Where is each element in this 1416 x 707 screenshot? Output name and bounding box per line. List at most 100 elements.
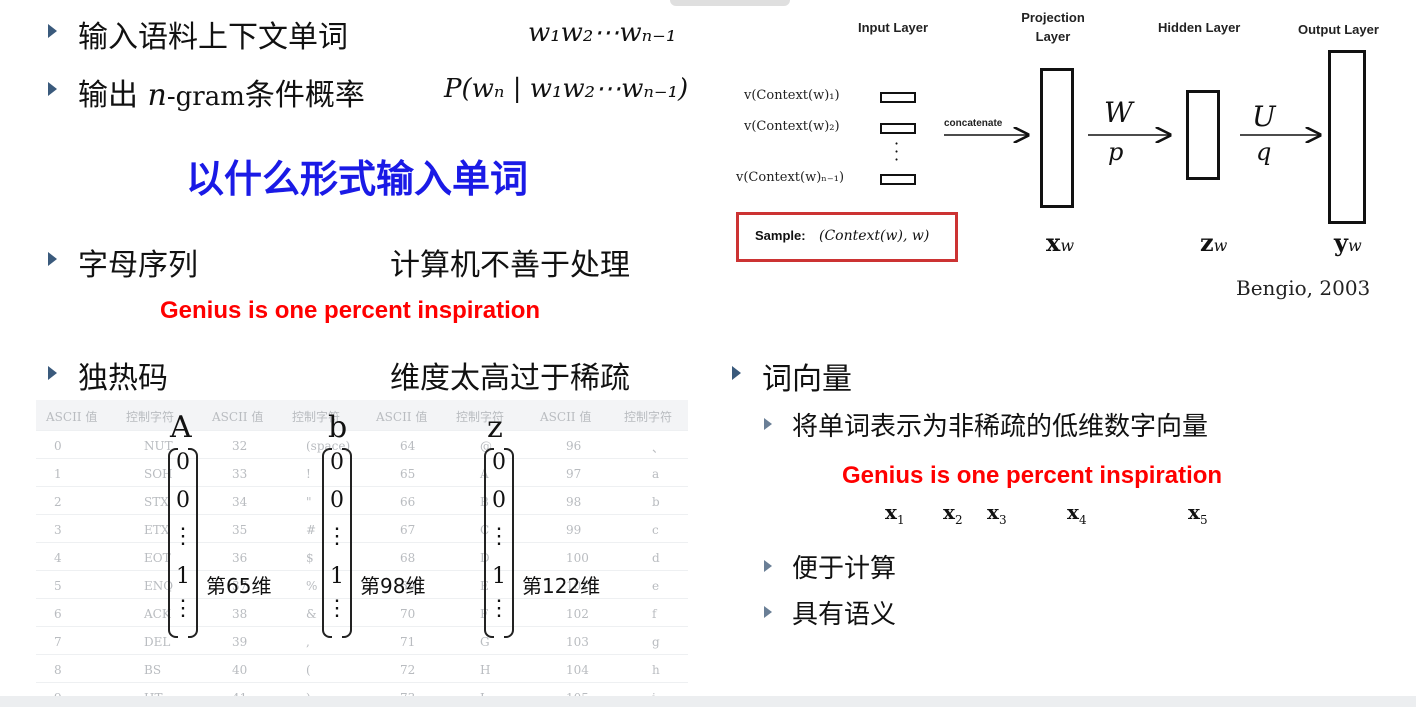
ascii-table-cell: DEL [144, 635, 171, 649]
ascii-header-cell: ASCII 值 [540, 410, 592, 424]
xw-main: x [1046, 228, 1061, 257]
formula-conditional-prob: P(wₙ | w₁w₂⋯wₙ₋₁) [444, 74, 689, 104]
one-hot-vector-b: 0 0 ⋮ 1 ⋮ [322, 448, 352, 638]
ascii-table-cell: f [652, 607, 657, 621]
easy-compute-text: 便于计算 [792, 554, 897, 584]
ascii-table-cell: 105 [566, 691, 589, 700]
letter-sequence-comment: 计算机不善于处理 [390, 248, 630, 283]
vector-entry: ⋮ [488, 524, 510, 549]
hidden-layer-title: Hidden Layer [1158, 20, 1241, 35]
bias-p: p [1108, 138, 1124, 166]
projection-title-line1: Projection [1021, 10, 1085, 25]
semantic-text: 具有语义 [792, 600, 897, 630]
ascii-header-cell: 控制字符 [292, 410, 341, 424]
ascii-table-cell: 32 [232, 439, 248, 453]
quote-right: Genius is one percent inspiration [842, 462, 1223, 489]
ascii-table-cell: % [306, 579, 318, 593]
context-vector-1-label: v(Context(w)₁) [744, 88, 840, 103]
ascii-table-cell: 34 [232, 495, 248, 509]
ascii-table-cell: BS [144, 663, 162, 677]
ascii-table-cell: G [480, 635, 490, 649]
x-main: x [1067, 500, 1079, 524]
x3-label: x3 [987, 500, 1007, 527]
bullet-icon [732, 366, 741, 380]
ascii-table-cell: ( [306, 663, 311, 677]
ascii-table-cell: H [480, 663, 491, 677]
ascii-header-cell: 控制字符 [126, 410, 175, 424]
ascii-table-cell: 103 [566, 635, 589, 649]
output-gram: -gram [166, 82, 245, 112]
vector-entry: ⋮ [326, 596, 348, 621]
letter-A: A [170, 410, 192, 445]
concatenate-label: concatenate [944, 118, 1003, 129]
ascii-table-cell: c [652, 523, 659, 537]
ascii-table-cell: 70 [400, 607, 416, 621]
ascii-table-cell: g [652, 635, 660, 649]
ascii-table-cell: 101 [566, 579, 589, 593]
word-vector-text: 词向量 [762, 362, 852, 397]
vector-entry: 0 [176, 488, 190, 513]
vector-entry: ⋮ [326, 524, 348, 549]
ascii-table-cell: ACK [144, 607, 171, 621]
vertical-ellipsis: ··· [894, 134, 900, 169]
bullet-icon [48, 82, 57, 96]
output-prefix: 输出 [78, 78, 148, 113]
output-suffix: 条件概率 [244, 78, 365, 113]
ascii-table-cell: 67 [400, 523, 416, 537]
ascii-table-cell: 69 [400, 579, 416, 593]
context-vector-2 [880, 123, 916, 134]
x-sub: 4 [1078, 513, 1087, 527]
ascii-table-cell: 4 [54, 551, 62, 565]
diagram-arrows [944, 110, 1340, 160]
x-sub: 3 [998, 513, 1007, 527]
ascii-table-cell: 2 [54, 495, 62, 509]
bottom-bar [0, 696, 1416, 707]
ascii-table-cell: 38 [232, 607, 248, 621]
sample-value: (Context(w), w) [819, 228, 930, 244]
ascii-table-cell: , [306, 635, 310, 649]
ascii-table-cell: SOH [144, 467, 173, 481]
ascii-table-cell: 65 [400, 467, 416, 481]
ascii-table-cell: 96 [566, 439, 582, 453]
ascii-table-cell: i [652, 691, 656, 700]
context-vector-n-label: v(Context(w)ₙ₋₁) [736, 170, 845, 185]
vector-entry: 0 [492, 488, 506, 513]
ascii-table-cell: 9 [54, 691, 62, 700]
ascii-header-cell: 控制字符 [624, 410, 673, 424]
output-vector-label: yw [1334, 228, 1362, 257]
ascii-table-cell: a [652, 467, 660, 481]
sub-bullet-icon [764, 560, 772, 572]
bullet-icon [48, 24, 57, 38]
ascii-table-cell: 39 [232, 635, 248, 649]
xw-sub: w [1060, 236, 1075, 255]
x4-label: x4 [1067, 500, 1087, 527]
yw-main: y [1334, 228, 1348, 257]
projection-title-line2: Layer [1035, 29, 1071, 44]
x-main: x [943, 500, 955, 524]
projection-layer-title: Projection Layer [1014, 10, 1092, 44]
vector-entry: 0 [330, 450, 344, 475]
x1-label: x1 [885, 500, 905, 527]
ascii-table-cell: 71 [400, 635, 416, 649]
zw-main: z [1200, 228, 1214, 257]
output-n: n [147, 78, 167, 113]
ascii-table-cell: EOT [144, 551, 171, 565]
letter-sequence-text: 字母序列 [78, 248, 198, 283]
dim-label-122: 第122维 [522, 574, 601, 598]
x-sub: 5 [1199, 513, 1208, 527]
ascii-table-cell: 72 [400, 663, 416, 677]
bias-q: q [1256, 138, 1272, 166]
output-layer-title: Output Layer [1298, 22, 1379, 37]
formula-context-words: w₁w₂⋯wₙ₋₁ [528, 18, 677, 48]
weight-W: W [1104, 96, 1133, 129]
ascii-table-cell: 0 [54, 439, 62, 453]
ascii-table-cell: 100 [566, 551, 589, 565]
ascii-table-cell: 40 [232, 663, 248, 677]
x5-label: x5 [1188, 500, 1208, 527]
context-vector-1 [880, 92, 916, 103]
yw-sub: w [1347, 236, 1362, 255]
question-heading: 以什么形式输入单词 [186, 157, 529, 201]
ascii-table-cell: h [652, 663, 660, 677]
